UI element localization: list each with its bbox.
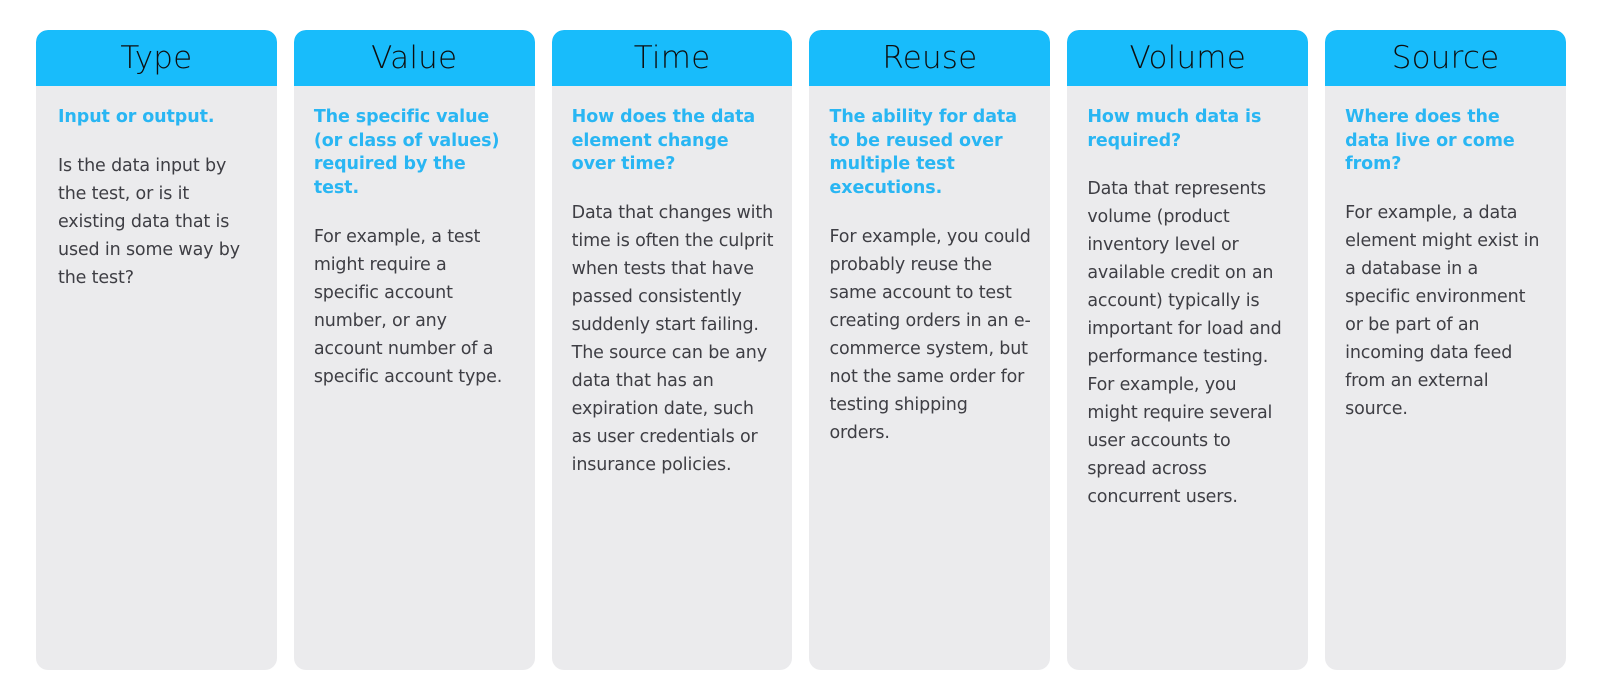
card-volume[interactable]: Volume How much data is required? Data t… [1067,30,1309,670]
card-spacer [58,130,255,152]
card-title-type: Type [120,39,193,76]
card-title-reuse: Reuse [882,39,978,76]
card-spacer [829,201,1032,223]
card-header-volume: Volume [1067,30,1309,86]
card-text-volume: Data that represents volume (product inv… [1087,179,1282,508]
card-source[interactable]: Source Where does the data live or come … [1325,30,1566,670]
card-spacer [314,201,517,223]
card-text-reuse: For example, you could probably reuse th… [829,226,1031,443]
card-body-time: How does the data element change over ti… [552,86,793,670]
card-title-value: Value [371,39,458,76]
card-title-source: Source [1391,39,1500,76]
card-title-time: Time [633,39,711,76]
card-text-type: Is the data input by the test, or is it … [58,155,240,288]
card-body-value: The specific value (or class of values) … [294,86,535,670]
card-subtitle-volume: How much data is required? [1087,107,1262,151]
card-spacer [572,177,775,199]
card-body-type: Input or output. Is the data input by th… [36,86,277,670]
card-subtitle-reuse: The ability for data to be reused over m… [829,107,1017,198]
card-text-source: For example, a data element might exist … [1345,202,1540,419]
card-text-value: For example, a test might require a spec… [313,226,503,387]
card-text-time: Data that changes with time is often the… [571,202,774,475]
card-subtitle-time: How does the data element change over ti… [571,107,756,175]
card-reuse[interactable]: Reuse The ability for data to be reused … [809,30,1051,670]
card-header-type: Type [36,30,277,86]
card-type[interactable]: Type Input or output. Is the data input … [36,30,277,670]
card-value[interactable]: Value The specific value (or class of va… [293,30,535,670]
card-header-reuse: Reuse [809,30,1051,86]
card-subtitle-type: Input or output. [58,107,215,127]
card-body-reuse: The ability for data to be reused over m… [809,86,1050,670]
card-spacer [1345,177,1548,199]
card-subtitle-value: The specific value (or class of values) … [313,107,500,198]
card-body-source: Where does the data live or come from? F… [1325,86,1566,670]
card-time[interactable]: Time How does the data element change ov… [551,30,793,670]
card-header-value: Value [293,30,535,86]
card-spacer [1087,153,1290,175]
card-title-volume: Volume [1129,39,1246,76]
card-subtitle-source: Where does the data live or come from? [1345,107,1515,175]
card-header-source: Source [1325,30,1566,86]
card-body-volume: How much data is required? Data that rep… [1067,86,1308,670]
card-header-time: Time [551,30,793,86]
